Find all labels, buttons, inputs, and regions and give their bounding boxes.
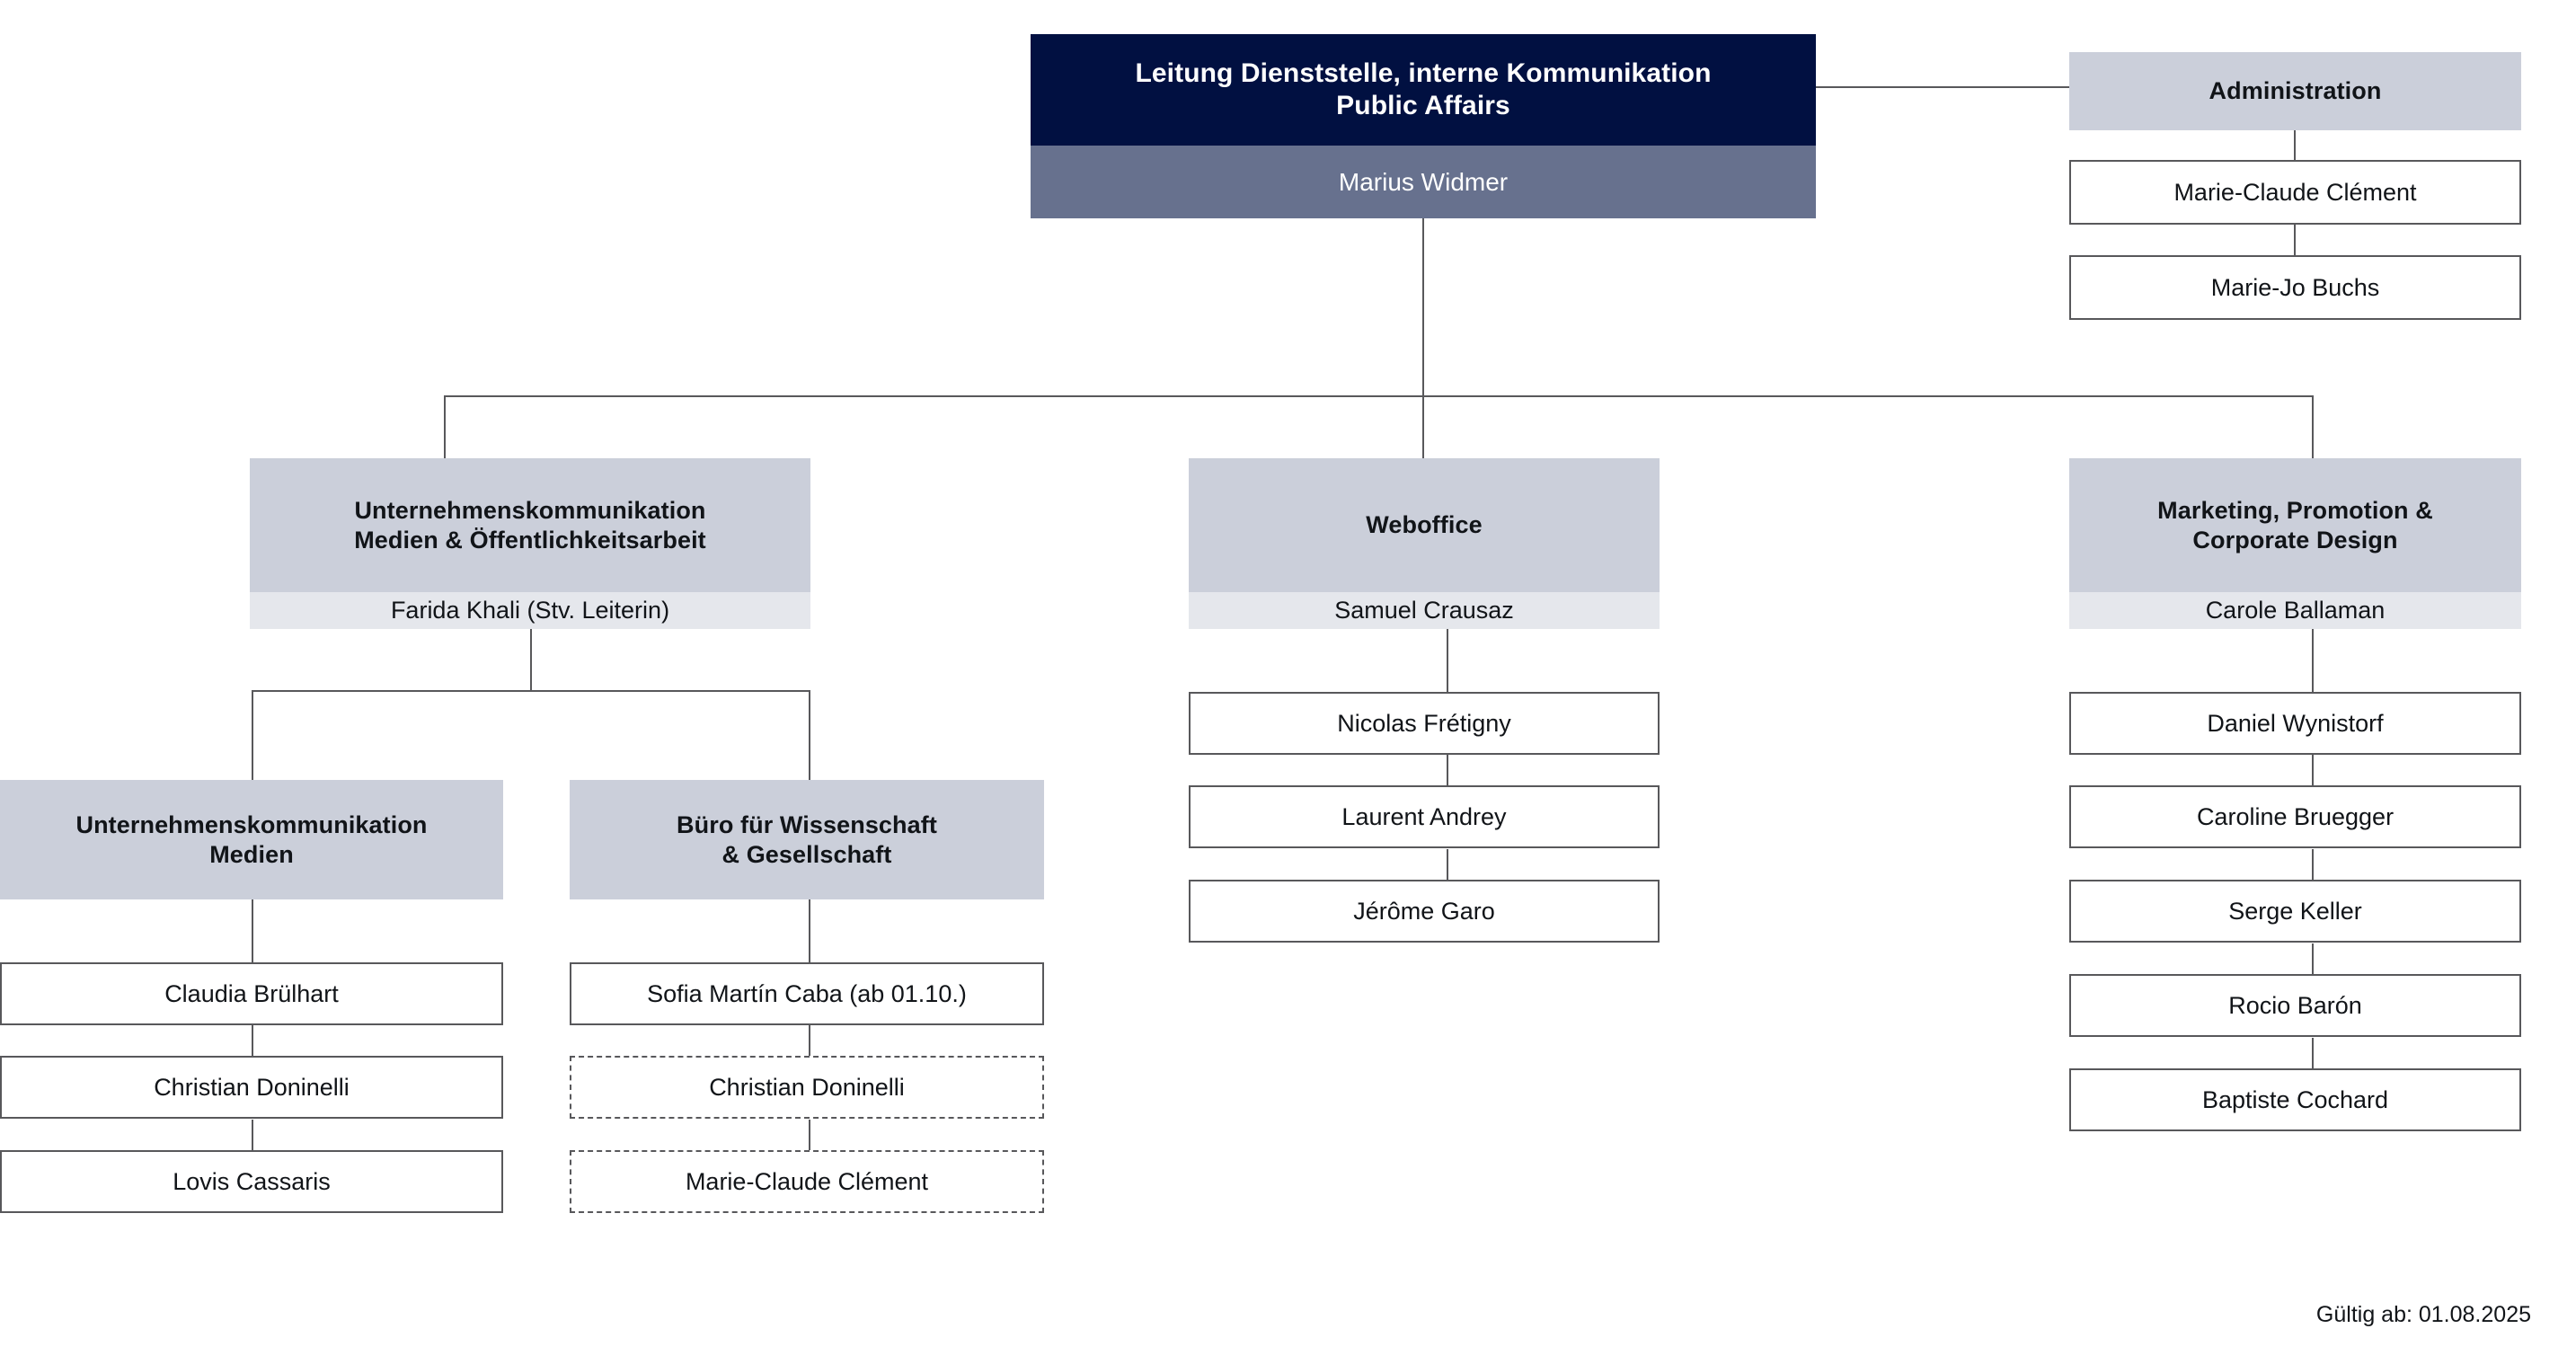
connector-subbus-drop-subunit-2 — [809, 690, 810, 780]
connector-unit-3-stem — [2312, 629, 2314, 692]
unit-3-lead: Carole Ballaman — [2069, 592, 2521, 629]
subunit-2-member-2[interactable]: Christian Doninelli — [570, 1056, 1044, 1119]
connector-unit-3-member-4-5 — [2312, 1038, 2314, 1068]
connector-subbus-drop-subunit-1 — [252, 690, 253, 780]
connector-root-stem — [1422, 218, 1424, 396]
connector-bus-drop-unit-3 — [2312, 395, 2314, 458]
node-subunit-unternehmenskommunikation-medien[interactable]: Unternehmenskommunikation Medien — [0, 780, 503, 899]
unit-1-lead: Farida Khali (Stv. Leiterin) — [250, 592, 810, 629]
unit-1-title-line1: Unternehmenskommunikation — [354, 497, 706, 525]
connector-root-to-administration — [1816, 86, 2069, 88]
connector-unit-2-member-2-3 — [1447, 849, 1448, 880]
connector-administration-stem — [2294, 130, 2296, 160]
unit-3-title: Marketing, Promotion & Corporate Design — [2069, 458, 2521, 592]
node-administration[interactable]: Administration — [2069, 52, 2521, 130]
subunit-2-title-line2: & Gesellschaft — [721, 840, 892, 868]
subunit-1-title: Unternehmenskommunikation Medien — [0, 780, 503, 899]
subunit-2-member-1[interactable]: Sofia Martín Caba (ab 01.10.) — [570, 962, 1044, 1025]
subunit-2-title: Büro für Wissenschaft & Gesellschaft — [570, 780, 1044, 899]
subunit-1-member-3[interactable]: Lovis Cassaris — [0, 1150, 503, 1213]
unit-3-member-3[interactable]: Serge Keller — [2069, 880, 2521, 943]
root-title-line1: Leitung Dienststelle, interne Kommunikat… — [1135, 58, 1712, 88]
node-unit-weboffice[interactable]: Weboffice Samuel Crausaz — [1189, 458, 1660, 629]
connector-unit-1-stem — [530, 629, 532, 690]
subunit-1-title-line1: Unternehmenskommunikation — [75, 811, 428, 839]
unit-2-title-line1: Weboffice — [1366, 511, 1483, 539]
unit-3-member-4[interactable]: Rocio Barón — [2069, 974, 2521, 1037]
connector-subunit-1-member-1-2 — [252, 1025, 253, 1056]
unit-2-lead: Samuel Crausaz — [1189, 592, 1660, 629]
connector-subunit-1-member-2-3 — [252, 1120, 253, 1150]
subunit-2-member-3[interactable]: Marie-Claude Clément — [570, 1150, 1044, 1213]
connector-main-bus — [444, 395, 2314, 397]
unit-3-title-line1: Marketing, Promotion & — [2157, 497, 2433, 525]
node-unit-unternehmenskommunikation[interactable]: Unternehmenskommunikation Medien & Öffen… — [250, 458, 810, 629]
unit-2-member-2[interactable]: Laurent Andrey — [1189, 785, 1660, 848]
validity-footer: Gültig ab: 01.08.2025 — [2315, 1302, 2531, 1327]
unit-1-title: Unternehmenskommunikation Medien & Öffen… — [250, 458, 810, 592]
unit-3-member-5[interactable]: Baptiste Cochard — [2069, 1068, 2521, 1131]
connector-unit-3-member-1-2 — [2312, 755, 2314, 785]
root-person: Marius Widmer — [1031, 146, 1816, 218]
administration-member-2[interactable]: Marie-Jo Buchs — [2069, 255, 2521, 320]
subunit-1-member-2[interactable]: Christian Doninelli — [0, 1056, 503, 1119]
subunit-2-title-line1: Büro für Wissenschaft — [677, 811, 937, 839]
unit-2-member-1[interactable]: Nicolas Frétigny — [1189, 692, 1660, 755]
administration-member-1[interactable]: Marie-Claude Clément — [2069, 160, 2521, 225]
unit-3-member-2[interactable]: Caroline Bruegger — [2069, 785, 2521, 848]
connector-subunit-2-member-1-2 — [809, 1025, 810, 1056]
connector-subunit-2-stem — [809, 899, 810, 962]
node-root[interactable]: Leitung Dienststelle, interne Kommunikat… — [1031, 34, 1816, 218]
node-subunit-buero-wissenschaft-gesellschaft[interactable]: Büro für Wissenschaft & Gesellschaft — [570, 780, 1044, 899]
unit-3-member-1[interactable]: Daniel Wynistorf — [2069, 692, 2521, 755]
connector-subunit-1-stem — [252, 899, 253, 962]
connector-unit-2-stem — [1447, 629, 1448, 692]
unit-3-title-line2: Corporate Design — [2192, 526, 2398, 554]
unit-1-title-line2: Medien & Öffentlichkeitsarbeit — [354, 526, 706, 554]
subunit-1-member-1[interactable]: Claudia Brülhart — [0, 962, 503, 1025]
root-title: Leitung Dienststelle, interne Kommunikat… — [1031, 34, 1816, 146]
unit-2-title: Weboffice — [1189, 458, 1660, 592]
connector-subunit-2-member-2-3 — [809, 1120, 810, 1150]
connector-unit-3-member-3-4 — [2312, 943, 2314, 974]
subunit-1-title-line2: Medien — [209, 840, 294, 868]
administration-title: Administration — [2069, 52, 2521, 130]
root-title-line2: Public Affairs — [1336, 91, 1510, 120]
node-unit-marketing-promotion-corporate-design[interactable]: Marketing, Promotion & Corporate Design … — [2069, 458, 2521, 629]
connector-unit-3-member-2-3 — [2312, 849, 2314, 880]
connector-unit-1-subbus — [252, 690, 810, 692]
connector-unit-2-member-1-2 — [1447, 755, 1448, 785]
connector-bus-drop-unit-1 — [444, 395, 446, 458]
connector-administration-member-1-2 — [2294, 225, 2296, 255]
unit-2-member-3[interactable]: Jérôme Garo — [1189, 880, 1660, 943]
connector-bus-drop-unit-2 — [1422, 395, 1424, 458]
